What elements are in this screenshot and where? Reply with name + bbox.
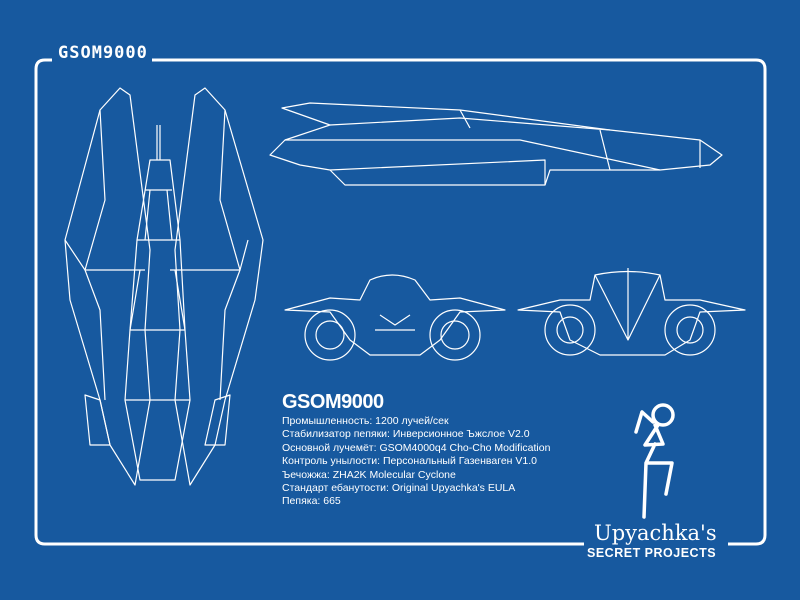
spec-line: Стабилизатор пепяки: Инверсионное Ъжслое… xyxy=(282,428,530,441)
brand-tagline: SECRET PROJECTS xyxy=(587,546,717,560)
spec-panel: GSOM9000 Промышленность: 1200 лучей/сек … xyxy=(282,391,550,509)
spec-line: Пепяка: 665 xyxy=(282,495,341,508)
spec-line: Ъечожжа: ZHA2K Molecular Cyclone xyxy=(282,468,456,481)
spec-line: Промышленность: 1200 лучей/сек xyxy=(282,415,449,427)
brand-name: Upyachka's xyxy=(594,521,717,545)
spec-line: Стандарт ебанутости: Original Upyachka's… xyxy=(282,482,516,495)
spec-line: Контроль унылости: Персональный Газенваг… xyxy=(282,455,537,468)
stick-figure-logo xyxy=(634,403,675,519)
front-view-ship-2 xyxy=(517,268,746,356)
top-view-ship xyxy=(64,87,264,486)
header-title: GSOM9000 xyxy=(58,43,148,63)
spec-line: Основной лучемёт: GSOM4000q4 Cho-Cho Mod… xyxy=(282,441,551,454)
frame xyxy=(34,58,767,546)
front-view-ship-1 xyxy=(284,274,506,361)
side-view-ship xyxy=(269,102,723,186)
ship-name: GSOM9000 xyxy=(282,391,384,413)
